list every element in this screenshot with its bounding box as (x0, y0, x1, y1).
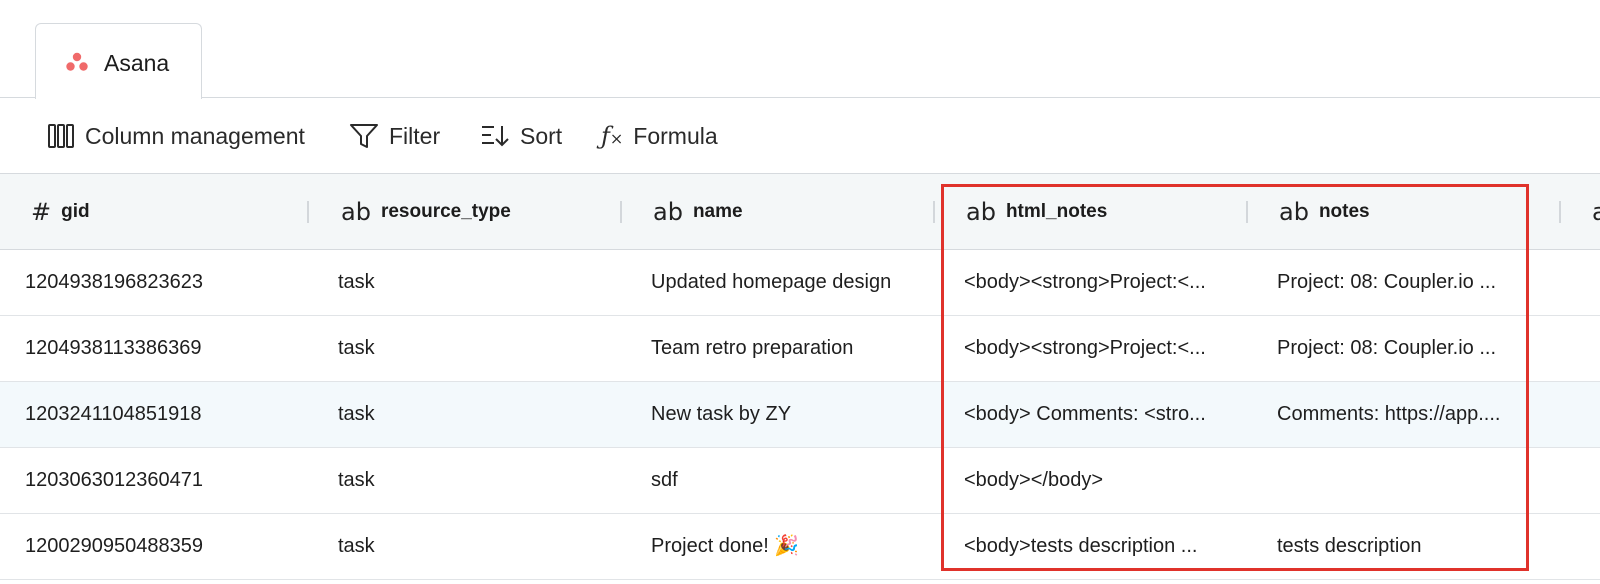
cell-name[interactable]: New task by ZY (651, 382, 926, 447)
column-management-label: Column management (85, 123, 305, 150)
toolbar: Column management Filter Sort ƒ× Formula (0, 98, 1600, 174)
cell-name[interactable]: Updated homepage design (651, 250, 926, 315)
tab-bar: Asana (0, 0, 1600, 98)
cell-name[interactable]: Project done! 🎉 (651, 514, 926, 579)
column-header-resource-type[interactable]: ab resource_type (341, 174, 511, 250)
text-type-icon: ab (653, 198, 683, 226)
filter-label: Filter (389, 123, 440, 150)
cell-html-notes[interactable]: <body> Comments: <stro... (964, 382, 1239, 447)
text-type-icon: a (1592, 198, 1600, 226)
table-header: # gid ab resource_type ab name ab html_n… (0, 174, 1600, 250)
tab-label: Asana (104, 50, 169, 77)
column-header-html-notes[interactable]: ab html_notes (966, 174, 1107, 250)
cell-notes[interactable]: Project: 08: Coupler.io ... (1277, 250, 1527, 315)
column-resize-handle[interactable] (620, 201, 622, 223)
text-type-icon: ab (341, 198, 371, 226)
tab-asana[interactable]: Asana (35, 23, 202, 99)
formula-button[interactable]: ƒ× Formula (601, 116, 718, 156)
number-type-icon: # (31, 198, 51, 226)
column-header-gid[interactable]: # gid (31, 174, 90, 250)
cell-resource-type[interactable]: task (338, 448, 608, 513)
cell-gid[interactable]: 1200290950488359 (25, 514, 305, 579)
cell-notes[interactable]: Project: 08: Coupler.io ... (1277, 316, 1527, 381)
formula-label: Formula (633, 123, 717, 150)
column-header-next[interactable]: a (1592, 174, 1600, 250)
cell-notes[interactable] (1277, 448, 1527, 513)
column-management-button[interactable]: Column management (47, 116, 305, 156)
cell-gid[interactable]: 1203063012360471 (25, 448, 305, 513)
cell-resource-type[interactable]: task (338, 382, 608, 447)
sort-icon (480, 123, 510, 149)
table-row[interactable]: 1204938196823623 task Updated homepage d… (0, 250, 1600, 316)
table-row[interactable]: 1204938113386369 task Team retro prepara… (0, 316, 1600, 382)
formula-icon: ƒ× (601, 122, 623, 150)
asana-logo-icon (65, 52, 89, 72)
column-header-notes[interactable]: ab notes (1279, 174, 1370, 250)
cell-html-notes[interactable]: <body><strong>Project:<... (964, 250, 1239, 315)
cell-resource-type[interactable]: task (338, 316, 608, 381)
column-header-name[interactable]: ab name (653, 174, 743, 250)
table-row-hovered[interactable]: 1203241104851918 task New task by ZY <bo… (0, 382, 1600, 448)
cell-name[interactable]: Team retro preparation (651, 316, 926, 381)
cell-html-notes[interactable]: <body></body> (964, 448, 1239, 513)
cell-gid[interactable]: 1204938113386369 (25, 316, 305, 381)
filter-icon (349, 122, 379, 150)
cell-gid[interactable]: 1203241104851918 (25, 382, 305, 447)
table-row[interactable]: 1200290950488359 task Project done! 🎉 <b… (0, 514, 1600, 580)
sort-button[interactable]: Sort (480, 116, 562, 156)
sort-label: Sort (520, 123, 562, 150)
column-resize-handle[interactable] (1559, 201, 1561, 223)
column-resize-handle[interactable] (933, 201, 935, 223)
cell-html-notes[interactable]: <body>tests description ... (964, 514, 1239, 579)
cell-notes[interactable]: tests description (1277, 514, 1527, 579)
cell-resource-type[interactable]: task (338, 514, 608, 579)
text-type-icon: ab (966, 198, 996, 226)
cell-gid[interactable]: 1204938196823623 (25, 250, 305, 315)
table-row[interactable]: 1203063012360471 task sdf <body></body> (0, 448, 1600, 514)
cell-html-notes[interactable]: <body><strong>Project:<... (964, 316, 1239, 381)
column-resize-handle[interactable] (1246, 201, 1248, 223)
columns-icon (47, 122, 75, 150)
cell-notes[interactable]: Comments: https://app.... (1277, 382, 1527, 447)
cell-resource-type[interactable]: task (338, 250, 608, 315)
cell-name[interactable]: sdf (651, 448, 926, 513)
column-resize-handle[interactable] (307, 201, 309, 223)
filter-button[interactable]: Filter (349, 116, 440, 156)
text-type-icon: ab (1279, 198, 1309, 226)
